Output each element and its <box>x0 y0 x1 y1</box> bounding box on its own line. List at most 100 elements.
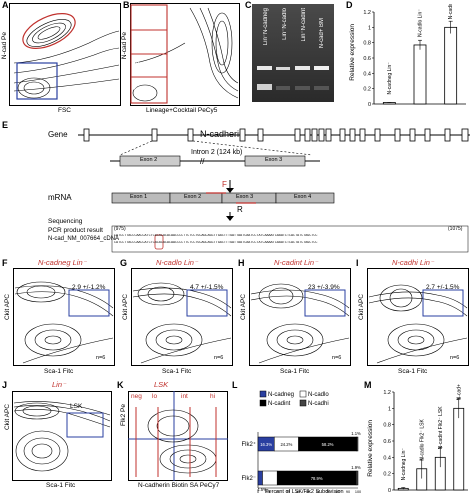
panel-e-mrna-exon-3: Exon 3 <box>236 194 254 200</box>
panel-k-flow-plot <box>128 391 228 481</box>
panel-m-letter: M <box>364 380 372 390</box>
panel-e-seq-label-2: PCR product result <box>48 227 103 234</box>
panel-f-n: n=6 <box>96 355 106 361</box>
l-legend-label: N-cadlo <box>308 392 329 398</box>
l-legend-swatch <box>299 399 307 407</box>
m-ytick: 0.8 <box>383 423 391 429</box>
m-ytick: 1 <box>388 406 391 412</box>
panel-i-gate-value: 2.7 +/-1.5% <box>426 284 460 291</box>
panel-i-flow-plot <box>367 268 469 366</box>
panel-g-gate-value: 4.7 +/-1.5% <box>190 284 224 291</box>
panel-m-bar-chart: 1.210.80.60.40.20N-cadneg Lin⁻N-cadlo Fl… <box>383 384 468 494</box>
panel-a-xlabel: FSC <box>58 107 71 114</box>
panel-h-title: N-cadint Lin⁻ <box>274 258 318 267</box>
panel-e-gene-exon-3: Exon 3 <box>265 157 283 163</box>
panel-e-gene-label: Gene <box>48 130 68 139</box>
panel-b-flow-plot <box>130 3 240 106</box>
panel-b-gate-lo: lo <box>134 60 140 67</box>
l-xtick: 20 <box>276 490 280 494</box>
panel-a-ylabel: N-cad Pe <box>1 32 8 60</box>
panel-k-gate-int: int <box>181 393 188 400</box>
l-xtick: 10 <box>266 490 270 494</box>
panel-i-xlabel: Sca-1 Fitc <box>398 368 428 375</box>
panel-b-gate-hi: hi <box>134 10 140 17</box>
panel-f-gate-value: 2.9 +/-1.2% <box>72 284 106 291</box>
panel-j-ylabel: Ckit APC <box>4 404 11 431</box>
l-xtick: 0 <box>257 490 259 494</box>
panel-e-primer-f: F <box>222 180 227 189</box>
l-segment-label: 16.3% <box>260 442 272 447</box>
panel-e-letter: E <box>2 120 9 130</box>
panel-c-lane-3: Lin⁻N-cadint <box>301 8 307 42</box>
panel-e-mrna-exon-2: Exon 2 <box>184 194 202 200</box>
d-ytick: 0.4 <box>363 71 371 77</box>
panel-i-letter: I <box>356 258 359 268</box>
panel-g-title: N-cadlo Lin⁻ <box>156 258 198 267</box>
l-xtick: 90 <box>346 490 350 494</box>
panel-e-mrna-exon-4: Exon 4 <box>294 194 312 200</box>
d-ytick: 0 <box>368 102 371 108</box>
l-segment-label: 1.9% <box>351 465 361 470</box>
m-ytick: 0.6 <box>383 439 391 445</box>
panel-a-flow-plot <box>9 3 121 106</box>
d-ytick: 1 <box>368 25 371 31</box>
panel-e-gene-name: N-cadherin <box>200 129 245 139</box>
d-ytick: 0.6 <box>363 56 371 62</box>
panel-c-gel <box>252 4 334 102</box>
d-ytick: 1.2 <box>363 10 371 16</box>
d-ytick: 0.2 <box>363 87 371 93</box>
panel-e-intron-label: Intron 2 (124 kb) <box>191 149 243 156</box>
l-xtick: 50 <box>306 490 310 494</box>
panel-e-mrna-label: mRNA <box>48 193 72 202</box>
m-bar-label: N-cad+ BM <box>456 384 462 400</box>
m-ytick: 0.4 <box>383 455 391 461</box>
l-xtick: 30 <box>286 490 290 494</box>
d-bar-label: N-cadneg Lin⁻ <box>387 62 393 95</box>
m-ytick: 0 <box>388 488 391 494</box>
panel-c-letter: C <box>245 0 252 10</box>
panel-e-pos-end: (1075) <box>448 226 463 232</box>
panel-i-title: N-cadhi Lin⁻ <box>392 258 434 267</box>
panel-i-ylabel: Ckit APC <box>358 294 365 321</box>
d-bar <box>413 44 427 105</box>
panel-l-xlabel: Percent of LSK/Flk2 Subdivision <box>265 489 344 495</box>
panel-f-flow-plot <box>13 268 115 366</box>
panel-a-blue-gate <box>16 62 58 100</box>
m-bar <box>453 407 465 491</box>
panel-g-letter: G <box>120 258 128 268</box>
m-bar-label: N-cadlo Flk2⁻ LSK <box>419 419 425 461</box>
panel-j-gate-label: LSK <box>70 403 83 410</box>
panel-c-lane-4: N-cad+ BM <box>319 18 325 49</box>
panel-f-xlabel: Sca-1 Fitc <box>44 368 74 375</box>
panel-j-letter: J <box>2 380 8 390</box>
l-segment-label: 78.9% <box>311 476 323 481</box>
panel-m-ylabel: Relative expression <box>367 420 374 477</box>
panel-b-gate-int: int <box>134 36 141 43</box>
panel-f-title: N-cadneg Lin⁻ <box>38 258 87 267</box>
l-xtick: 60 <box>316 490 320 494</box>
l-segment <box>355 470 359 486</box>
l-legend-label: N-cadneg <box>268 392 294 398</box>
panel-j-flow-plot <box>12 391 112 481</box>
panel-h-n: n=6 <box>332 355 342 361</box>
panel-e-seq-cdna: CATCCTTACCCAACCATCTCACACACACAACCCCTTCTCC… <box>114 241 318 245</box>
panel-e-gene-diagram: // <box>78 128 470 253</box>
panel-g-n: n=6 <box>214 355 224 361</box>
panel-e-mrna-exon-1: Exon 1 <box>130 194 148 200</box>
panel-g-ylabel: Ckit APC <box>122 294 129 321</box>
panel-h-ylabel: Ckit APC <box>240 294 247 321</box>
panel-g-xlabel: Sca-1 Fitc <box>162 368 192 375</box>
l-legend-swatch <box>299 390 307 398</box>
panel-b-xlabel: Lineage+Cocktail PeCy5 <box>146 107 218 114</box>
panel-e-seq-pcr: CATCCTTACCCAACCATCTCACACACACAACCCCTTCTCC… <box>114 234 318 238</box>
panel-e-pos-start: (975) <box>114 226 126 232</box>
d-bar-label: N-cadint Lin⁻ <box>448 4 454 19</box>
panel-e-seq-label-3: N-cad_NM_007664_cDNA <box>48 236 120 242</box>
m-ytick: 1.2 <box>383 390 391 396</box>
panel-l-letter: L <box>232 380 238 390</box>
panel-j-title: Lin⁻ <box>52 380 66 389</box>
l-legend-label: N-cadint <box>268 401 291 407</box>
panel-h-letter: H <box>238 258 245 268</box>
panel-c-lane-2: Lin⁻N-cadlo <box>282 8 288 40</box>
